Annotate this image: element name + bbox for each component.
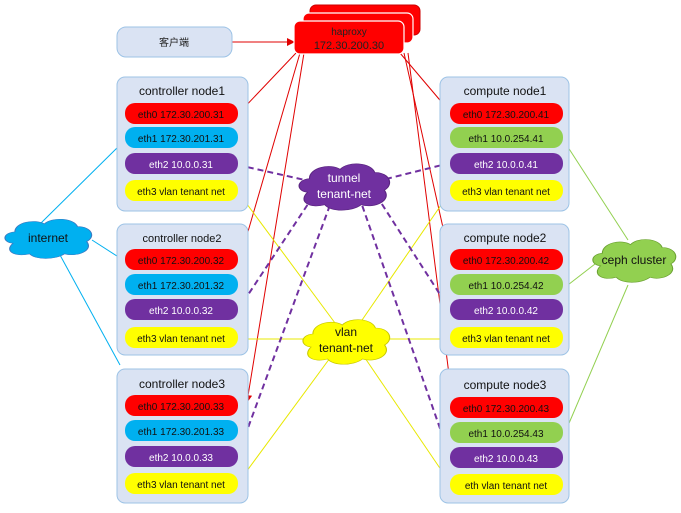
controller1-eth0-pill: eth0 172.30.200.31 [125, 103, 238, 124]
compute3-eth2-label: eth2 10.0.0.43 [474, 454, 538, 465]
client-label: 客户端 [159, 36, 189, 49]
controller2-eth1-pill: eth1 172.30.201.32 [125, 274, 238, 295]
haproxy-compute2-arrow [403, 52, 453, 260]
controller1-eth1-pill: eth1 172.30.201.31 [125, 127, 238, 148]
internet-controller3-line [59, 254, 121, 366]
compute3-eth2-pill: eth2 10.0.0.43 [450, 447, 563, 468]
vlan-comp1-line [359, 191, 451, 324]
tunnel-ctrl2-line [237, 197, 313, 311]
tunnel-comp2-line [377, 197, 451, 311]
compute2-eth1-pill: eth1 10.0.254.42 [450, 274, 563, 295]
compute3-eth3-pill: eth vlan tenant net [450, 474, 563, 495]
haproxy-controller3-arrow [244, 52, 305, 403]
tunnel-comp3-line [361, 204, 451, 458]
controller2-eth0-pill: eth0 172.30.200.32 [125, 249, 238, 270]
compute1-eth3-pill: eth3 vlan tenant net [450, 180, 563, 201]
compute2-eth3-pill: eth3 vlan tenant net [450, 327, 563, 348]
controller1-eth1-label: eth1 172.30.201.31 [138, 134, 225, 145]
vlan-ctrl1-line [237, 191, 336, 324]
compute2-eth2-pill: eth2 10.0.0.42 [450, 299, 563, 320]
compute2-eth0-label: eth0 172.30.200.42 [463, 256, 550, 267]
tunnel-cloud: tunnel tenant-net [299, 164, 389, 210]
controller3-eth3-pill: eth3 vlan tenant net [125, 473, 238, 494]
controller-node-2-title: controller node2 [143, 233, 222, 245]
controller2-eth2-pill: eth2 10.0.0.32 [125, 299, 238, 320]
compute1-eth1-label: eth1 10.0.254.41 [468, 134, 544, 145]
internet-controller2-line [91, 239, 121, 259]
controller2-eth0-label: eth0 172.30.200.32 [138, 256, 225, 267]
vlan-label-line1: vlan [335, 325, 357, 339]
client-box: 客户端 [116, 26, 233, 58]
compute3-eth1-pill: eth1 10.0.254.43 [450, 422, 563, 443]
compute2-eth3-label: eth3 vlan tenant net [462, 334, 550, 345]
tunnel-ctrl3-line [237, 204, 331, 456]
compute3-eth3-label: eth vlan tenant net [465, 481, 548, 492]
haproxy-controller1-arrow [239, 52, 297, 113]
controller1-eth3-label: eth3 vlan tenant net [137, 187, 225, 198]
controller-node-3-title: controller node3 [139, 377, 225, 391]
compute-node-2-title: compute node2 [464, 231, 547, 245]
compute-node-3-title: compute node3 [464, 378, 547, 392]
compute3-eth0-pill: eth0 172.30.200.43 [450, 397, 563, 418]
vlan-cloud: vlan tenant-net [303, 320, 390, 365]
compute1-eth2-label: eth2 10.0.0.41 [474, 160, 538, 171]
controller3-eth2-label: eth2 10.0.0.33 [149, 453, 213, 464]
vlan-label-line2: tenant-net [319, 341, 374, 355]
vlan-ctrl3-line [237, 357, 331, 484]
controller1-eth2-pill: eth2 10.0.0.31 [125, 153, 238, 174]
controller2-eth1-label: eth1 172.30.201.32 [138, 281, 225, 292]
tunnel-label-line2: tenant-net [317, 187, 372, 201]
tunnel-comp1-line [381, 162, 451, 181]
controller3-eth1-label: eth1 172.30.201.33 [138, 427, 225, 438]
haproxy-stack: haproxy 172.30.200.30 [293, 4, 421, 55]
controller3-eth1-pill: eth1 172.30.201.33 [125, 420, 238, 441]
controller1-eth2-label: eth2 10.0.0.31 [149, 160, 213, 171]
ceph-compute1-line [563, 140, 629, 241]
compute3-eth0-label: eth0 172.30.200.43 [463, 404, 550, 415]
ceph-label: ceph cluster [602, 253, 667, 267]
compute1-eth0-label: eth0 172.30.200.41 [463, 110, 550, 121]
controller-node-1-title: controller node1 [139, 84, 225, 98]
controller3-eth0-pill: eth0 172.30.200.33 [125, 395, 238, 416]
tunnel-ctrl1-line [237, 164, 306, 181]
compute1-eth3-label: eth3 vlan tenant net [462, 187, 550, 198]
compute2-eth1-label: eth1 10.0.254.42 [468, 281, 544, 292]
ceph-cloud: ceph cluster [593, 240, 676, 283]
internet-controller1-line [39, 144, 121, 225]
haproxy-ip: 172.30.200.30 [314, 40, 384, 52]
controller3-eth3-label: eth3 vlan tenant net [137, 480, 225, 491]
compute2-eth0-pill: eth0 172.30.200.42 [450, 249, 563, 270]
controller3-eth2-pill: eth2 10.0.0.33 [125, 446, 238, 467]
compute1-eth2-pill: eth2 10.0.0.41 [450, 153, 563, 174]
compute2-eth2-label: eth2 10.0.0.42 [474, 306, 538, 317]
internet-label: internet [28, 231, 69, 245]
haproxy-controller2-arrow [238, 52, 301, 260]
haproxy-name: haproxy [331, 27, 367, 38]
controller2-eth2-label: eth2 10.0.0.32 [149, 306, 213, 317]
controller1-eth0-label: eth0 172.30.200.31 [138, 110, 225, 121]
controller2-eth3-label: eth3 vlan tenant net [137, 334, 225, 345]
compute3-eth1-label: eth1 10.0.254.43 [468, 429, 544, 440]
tunnel-label-line1: tunnel [328, 171, 361, 185]
compute-node-1-title: compute node1 [464, 84, 547, 98]
controller3-eth0-label: eth0 172.30.200.33 [138, 402, 225, 413]
vlan-comp3-line [364, 357, 451, 484]
ceph-compute3-line [563, 284, 629, 436]
controller2-eth3-pill: eth3 vlan tenant net [125, 327, 238, 348]
compute1-eth1-pill: eth1 10.0.254.41 [450, 127, 563, 148]
controller1-eth3-pill: eth3 vlan tenant net [125, 180, 238, 201]
compute1-eth0-pill: eth0 172.30.200.41 [450, 103, 563, 124]
internet-cloud: internet [5, 219, 92, 258]
